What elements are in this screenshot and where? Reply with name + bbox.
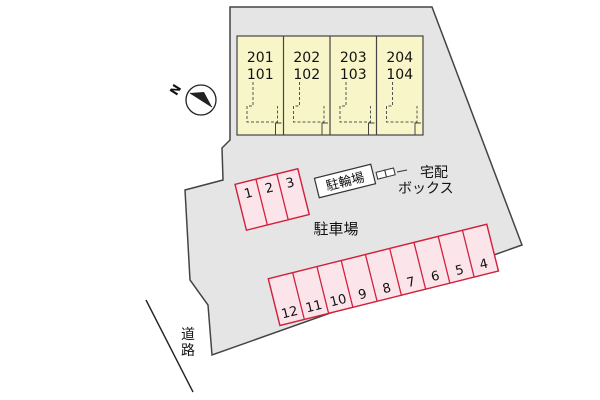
parking-space-number: 3 (284, 175, 296, 192)
delivery-box-leader-line (396, 169, 408, 173)
parking-space-number: 1 (243, 186, 255, 203)
bicycle-parking-box (313, 163, 377, 199)
unit-notch (368, 122, 375, 135)
parking-space (276, 168, 310, 221)
unit-number-lower: 104 (386, 67, 413, 83)
parking-space-number: 11 (304, 298, 324, 317)
unit-number-lower: 101 (247, 67, 274, 83)
unit-notch (275, 122, 282, 135)
compass-needle-dark-icon (190, 92, 212, 107)
bicycle-parking: 駐輪場 (313, 163, 377, 199)
road-label-char: 道 (181, 327, 195, 343)
parking-space-number: 5 (454, 263, 466, 280)
parking-space-number: 4 (478, 256, 490, 273)
parking-lot-label: 駐車場 (313, 220, 358, 238)
compass-north-label: N (167, 82, 184, 98)
unit-notch (321, 122, 328, 135)
road-edge-line (145, 299, 194, 393)
compass: N (167, 82, 217, 116)
delivery-box (375, 167, 396, 180)
parking-space-number: 6 (430, 269, 442, 286)
parking-space-number: 8 (381, 281, 393, 298)
delivery-box-label: 宅配ボックス (398, 165, 454, 197)
unit-number-upper: 202 (293, 50, 320, 66)
parking-space-number: 9 (357, 287, 369, 304)
parking-space-number: 12 (280, 304, 300, 323)
unit-number-lower: 102 (293, 67, 320, 83)
unit-number-lower: 103 (340, 67, 367, 83)
parking-space (267, 272, 305, 327)
unit-entrance-outline (246, 82, 278, 123)
road-label: 道路 (181, 327, 195, 359)
delivery-box-small (384, 167, 396, 178)
road-label-char: 路 (181, 343, 195, 359)
delivery-box-label-line: ボックス (398, 181, 454, 197)
unit-notch (414, 122, 421, 135)
unit-number-upper: 204 (386, 50, 413, 66)
delivery-box-label-line: 宅配 (420, 165, 448, 181)
parking-space-number: 2 (264, 181, 276, 198)
parking-space-number: 10 (329, 292, 349, 311)
parking-space-number: 7 (405, 275, 417, 292)
unit-number-upper: 203 (340, 50, 367, 66)
unit-number-upper: 201 (247, 50, 274, 66)
unit-entrance-outline (386, 82, 418, 123)
unit-entrance-outline (293, 82, 325, 123)
unit-entrance-outline (339, 82, 371, 123)
